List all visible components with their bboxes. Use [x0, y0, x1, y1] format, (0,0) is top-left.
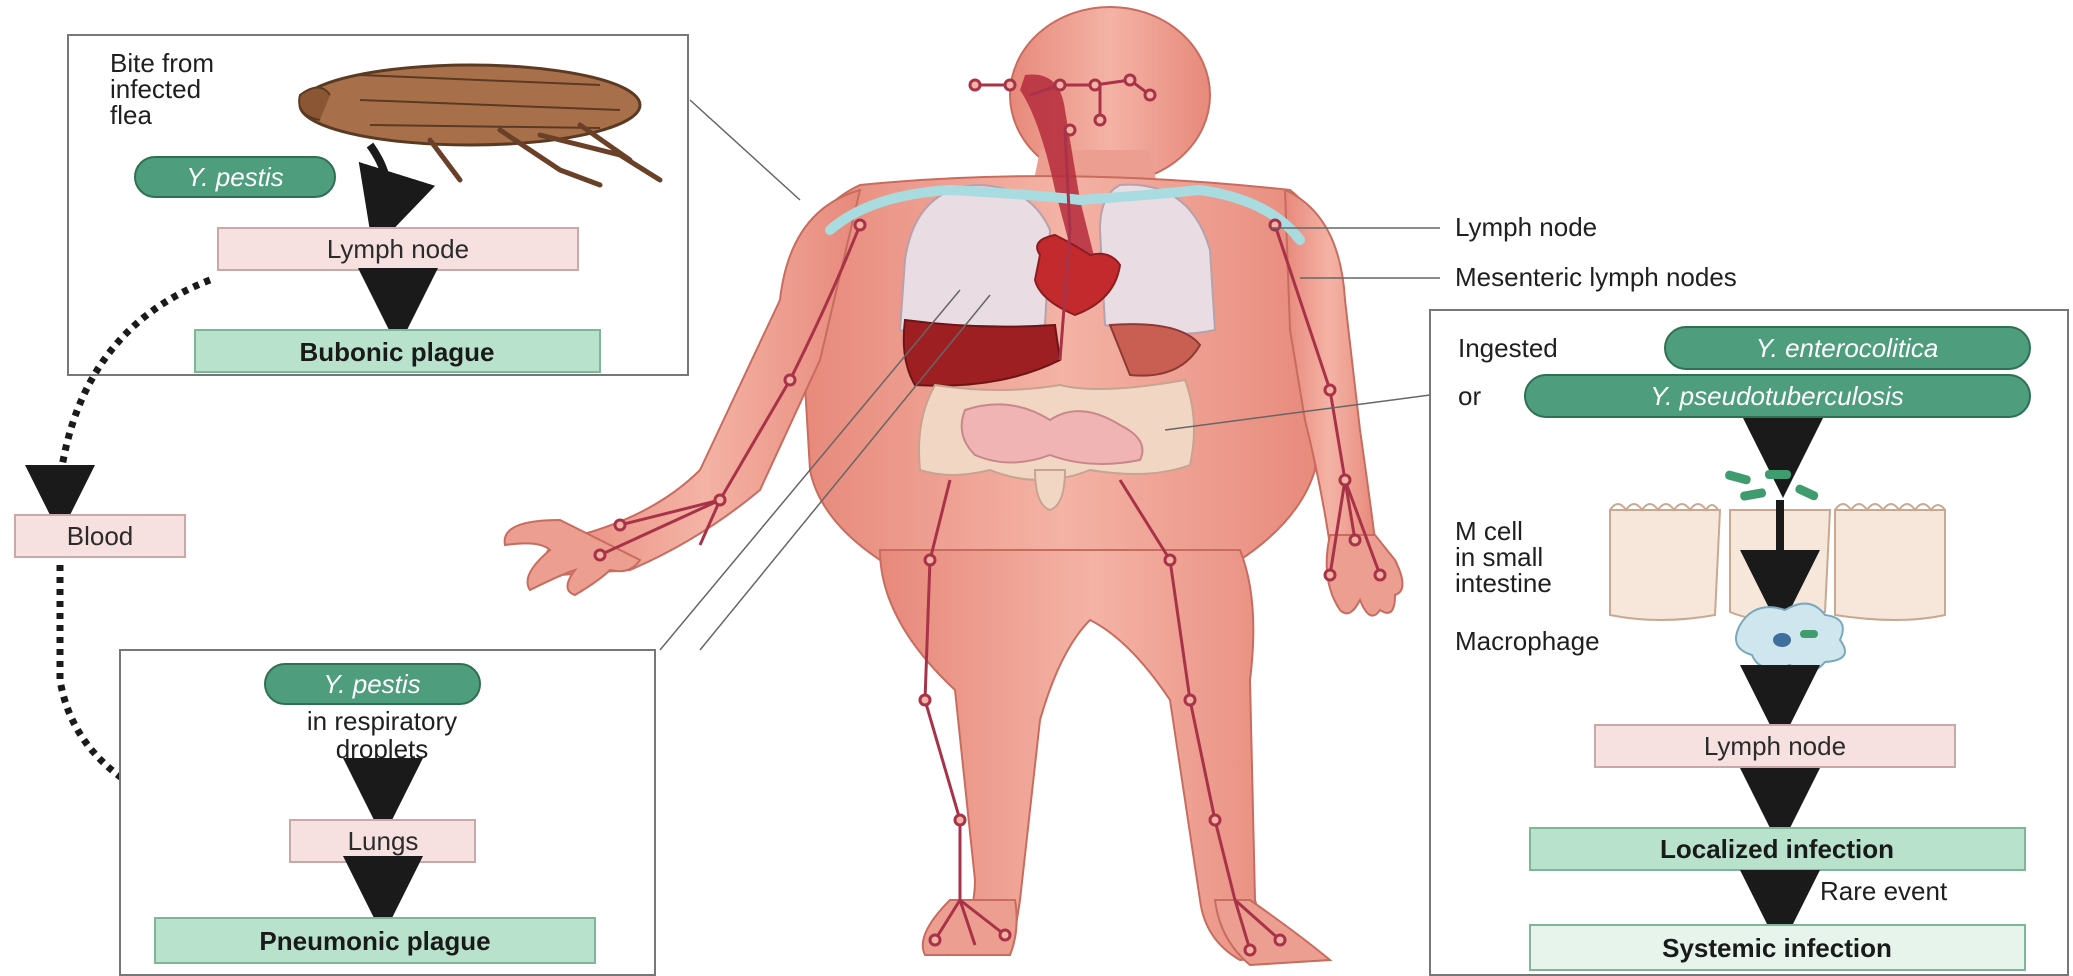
- mesenteric-lymph-nodes-label: Mesenteric lymph nodes: [1455, 262, 1737, 292]
- mcell-label-line3: intestine: [1455, 568, 1552, 598]
- y-pestis-label-bottom: Y. pestis: [323, 669, 420, 699]
- droplets-label-line1: in respiratory: [307, 706, 457, 736]
- lymph-node-body-label: Lymph node: [1455, 212, 1597, 242]
- y-pestis-label-top: Y. pestis: [186, 162, 283, 192]
- y-enterocolitica-label: Y. enterocolitica: [1756, 333, 1939, 363]
- pneumonic-panel: Y. pestis in respiratory droplets Lungs …: [120, 650, 655, 975]
- localized-infection-label: Localized infection: [1660, 834, 1894, 864]
- bubonic-plague-label: Bubonic plague: [300, 337, 495, 367]
- enteric-panel: Ingested Y. enterocolitica or Y. pseudot…: [1430, 310, 2068, 975]
- blood-label: Blood: [67, 521, 134, 551]
- legs: [880, 550, 1305, 960]
- ingested-label: Ingested: [1458, 333, 1558, 363]
- bite-label-line3: flea: [110, 100, 152, 130]
- lymph-node-label-right: Lymph node: [1704, 731, 1846, 761]
- or-label: or: [1458, 381, 1481, 411]
- y-pseudotuberculosis-label: Y. pseudotuberculosis: [1650, 381, 1903, 411]
- systemic-infection-label: Systemic infection: [1662, 933, 1892, 963]
- rare-event-label: Rare event: [1820, 876, 1948, 906]
- right-hand: [1327, 535, 1403, 616]
- pneumonic-plague-label: Pneumonic plague: [259, 926, 490, 956]
- lungs-label: Lungs: [348, 826, 419, 856]
- torso: [800, 176, 1326, 560]
- lymph-node-label-top: Lymph node: [327, 234, 469, 264]
- droplets-label-line2: droplets: [336, 734, 429, 764]
- bubonic-panel: Bite from infected flea Y. pestis Lymph …: [68, 35, 688, 375]
- macrophage-label: Macrophage: [1455, 626, 1600, 656]
